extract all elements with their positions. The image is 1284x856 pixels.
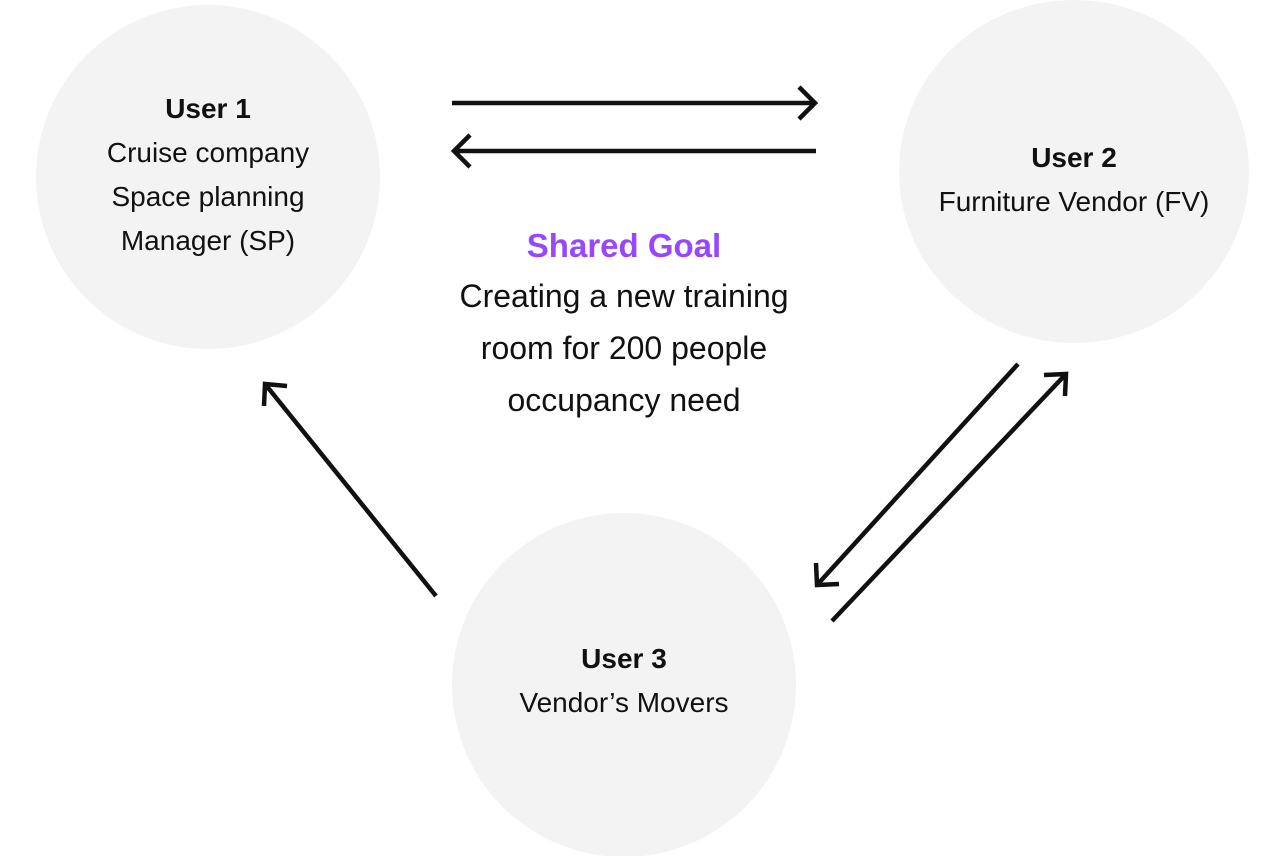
user2-content: User 2 Furniture Vendor (FV) xyxy=(939,136,1210,224)
arrow-user3-to-user2 xyxy=(830,371,1069,623)
shared-goal-line-3: occupancy need xyxy=(507,382,741,418)
user2-line-1: Furniture Vendor (FV) xyxy=(938,185,1210,217)
shared-goal-title: Shared Goal xyxy=(526,227,722,264)
user3-content: User 3 Vendor’s Movers xyxy=(519,637,728,725)
user1-content: User 1 Cruise company Space planning Man… xyxy=(107,87,309,263)
arrow-user2-to-user3 xyxy=(813,362,1020,588)
shared-goal-line-2: room for 200 people xyxy=(480,330,768,366)
user1-title: User 1 xyxy=(165,93,251,124)
user1-node: User 1 Cruise company Space planning Man… xyxy=(36,5,380,349)
user3-node: User 3 Vendor’s Movers xyxy=(452,513,796,856)
user1-line-3: Manager (SP) xyxy=(120,225,296,256)
shared-goal: Shared Goal Creating a new training room… xyxy=(404,222,844,426)
arrow-user2-to-user1 xyxy=(450,133,816,169)
user1-line-1: Cruise company xyxy=(106,137,310,168)
shared-goal-line-1: Creating a new training xyxy=(459,278,789,314)
user1-line-2: Space planning xyxy=(111,181,305,212)
user3-title: User 3 xyxy=(581,643,667,674)
user2-node: User 2 Furniture Vendor (FV) xyxy=(899,0,1249,343)
user3-line-1: Vendor’s Movers xyxy=(519,687,729,718)
arrow-user1-to-user2 xyxy=(452,85,819,121)
user2-title: User 2 xyxy=(1031,141,1117,173)
